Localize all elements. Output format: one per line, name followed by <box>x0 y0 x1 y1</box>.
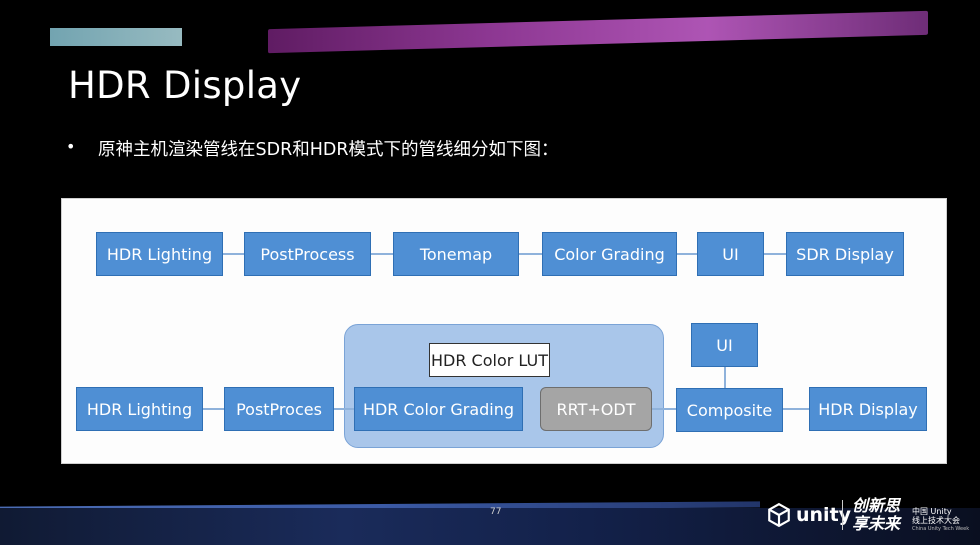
slide-title: HDR Display <box>68 64 302 107</box>
conference-line-en: China Unity Tech Week <box>912 526 970 532</box>
slogan-line-1: 创新思 <box>852 496 901 515</box>
hdr-connector-1 <box>203 408 224 410</box>
decorative-stripe-magenta <box>268 10 928 54</box>
unity-wordmark: unity <box>796 504 852 526</box>
composite-box: Composite <box>676 388 783 432</box>
bullet-marker: • <box>66 137 76 156</box>
sdr-ui-box: UI <box>697 232 764 276</box>
sdr-connector-4 <box>677 253 697 255</box>
hdr-ui-connector <box>724 367 726 388</box>
conference-line-2: 线上技术大会 <box>912 516 960 525</box>
sdr-display-box: SDR Display <box>786 232 904 276</box>
rrt-odt-box: RRT+ODT <box>540 387 652 431</box>
page-number: 77 <box>490 507 502 517</box>
slogan-line-2: 享未来 <box>852 514 901 533</box>
hdr-connector-4 <box>783 408 809 410</box>
sdr-connector-5 <box>764 253 786 255</box>
unity-logo: unity <box>766 502 851 528</box>
sdr-connector-1 <box>222 253 244 255</box>
hdr-postprocess-box: PostProces <box>224 387 334 431</box>
sdr-connector-2 <box>371 253 393 255</box>
hdr-color-lut-box: HDR Color LUT <box>429 343 550 377</box>
conference-label: 中国 Unity 线上技术大会 China Unity Tech Week <box>912 507 969 534</box>
decorative-stripe-bottom <box>0 508 980 545</box>
hdr-ui-box: UI <box>691 323 758 367</box>
sdr-tonemap-box: Tonemap <box>393 232 519 276</box>
conference-line-1: 中国 Unity <box>912 507 952 516</box>
decorative-stripe-teal <box>50 28 182 46</box>
bullet-text: 原神主机渲染管线在SDR和HDR模式下的管线细分如下图： <box>98 140 559 160</box>
sdr-connector-3 <box>519 253 542 255</box>
unity-cube-icon <box>768 502 790 528</box>
hdr-connector-3 <box>652 408 676 410</box>
hdr-connector-2 <box>334 408 354 410</box>
hdr-lighting-box: HDR Lighting <box>76 387 203 431</box>
sdr-hdr-lighting-box: HDR Lighting <box>96 232 223 276</box>
slogan: 创新思 享未来 <box>852 497 900 533</box>
sdr-color-grading-box: Color Grading <box>542 232 677 276</box>
hdr-display-box: HDR Display <box>809 387 927 431</box>
logo-divider <box>842 500 843 530</box>
sdr-postprocess-box: PostProcess <box>244 232 371 276</box>
hdr-color-grading-box: HDR Color Grading <box>354 387 523 431</box>
